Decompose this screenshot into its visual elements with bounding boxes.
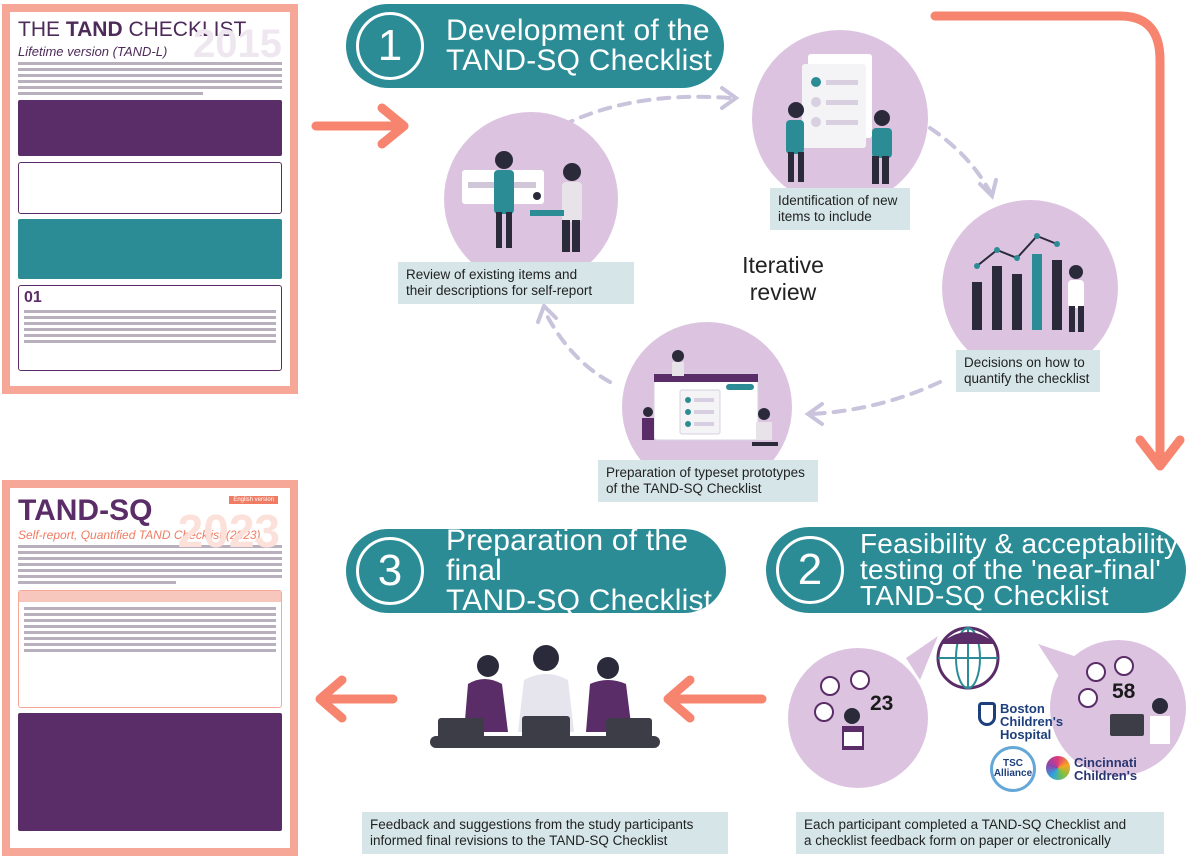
participants-bubble-right [1038,640,1186,776]
review-items-circle [444,112,618,286]
step-3-number: 3 [356,537,424,605]
participant-count-left: 23 [870,692,894,715]
globe-umbrella-icon [936,626,1000,690]
feedback-caption: Feedback and suggestions from the study … [362,812,728,854]
quantify-illustration [972,233,1084,332]
tsc-alliance-logo: TSC Alliance [990,746,1036,792]
tand-sq-intro-text [18,545,282,584]
cincinnati-childrens-logo: Cincinnati Children's [1046,756,1137,782]
participants-caption: Each participant completed a TAND-SQ Che… [796,812,1164,854]
tand-l-question-panel: 01 [18,285,282,371]
identify-illustration [786,54,892,184]
cincinnati-swirl-icon [1046,756,1070,780]
review-caption: Review of existing items and their descr… [398,262,634,304]
arrow-to-final-doc [315,675,398,723]
tand-sq-subtitle: Self-report, Quantified TAND Checklist (… [18,528,261,542]
identify-items-circle [752,30,928,206]
boston-shield-icon [978,702,996,726]
typeset-caption: Preparation of typeset prototypes of the… [598,460,818,502]
boston-logo-text: Boston Children's Hospital [1000,701,1064,742]
tand-l-sheet: 2015 THE TAND CHECKLIST Lifetime version… [10,12,290,386]
tand-l-title-bold: TAND [65,18,123,41]
iterative-loop-arrows [536,86,998,426]
step-2-number: 2 [776,536,844,604]
tand-l-interview-panel [18,162,282,214]
tand-sq-sheet: English version 2023 TAND-SQ Self-report… [10,488,290,848]
tand-l-instructions-box [18,100,282,156]
tand-l-question-number: 01 [24,289,42,306]
feedback-meeting-illustration [430,645,660,748]
step-1-banner: 1 Development of the TAND-SQ Checklist [346,4,724,88]
tand-l-ghost-year: 2015 [193,22,282,66]
arrow-to-step1 [311,103,409,149]
tand-sq-language-tag: English version [229,496,278,504]
participants-illustration [788,626,1186,788]
typeset-illustration [642,350,778,446]
participants-bubble-left [788,636,938,788]
participant-count-right: 58 [1112,680,1136,703]
quantify-circle [942,200,1118,376]
boston-childrens-logo: Boston Children's Hospital [978,702,1063,741]
tand-l-checklist-document: 2015 THE TAND CHECKLIST Lifetime version… [2,4,298,394]
step-1-number: 1 [356,12,424,80]
step-1-title: Development of the TAND-SQ Checklist [446,14,713,77]
tand-l-subtitle: Lifetime version (TAND-L) [18,44,168,59]
step-3-title: Preparation of the final TAND-SQ Checkli… [446,524,713,617]
tand-l-title: THE TAND CHECKLIST [18,18,282,42]
tand-l-title-post: CHECKLIST [122,18,247,41]
arrow-to-step2 [930,11,1185,471]
tand-l-lets-begin-box [18,219,282,279]
step-2-banner: 2 Feasibility & acceptability testing of… [766,527,1186,613]
cincinnati-logo-text: Cincinnati Children's [1074,755,1138,783]
tand-sq-ghost-year: 2023 [177,505,280,557]
tand-sq-get-started-panel [18,590,282,708]
iterative-review-label: Iterative review [742,252,824,305]
tand-l-title-pre: THE [18,18,66,41]
tand-sq-title: TAND-SQ [18,494,153,527]
quantify-caption: Decisions on how to quantify the checkli… [956,350,1100,392]
step-3-banner: 3 Preparation of the final TAND-SQ Check… [346,524,726,617]
tand-sq-checklist-document: English version 2023 TAND-SQ Self-report… [2,480,298,856]
arrow-to-feedback [663,675,767,723]
identify-caption: Identification of new items to include [770,188,910,230]
tand-l-intro-text [18,62,282,95]
review-illustration [462,151,582,252]
tand-sq-instructions-box [18,713,282,831]
step-2-title: Feasibility & acceptability testing of t… [860,528,1179,611]
